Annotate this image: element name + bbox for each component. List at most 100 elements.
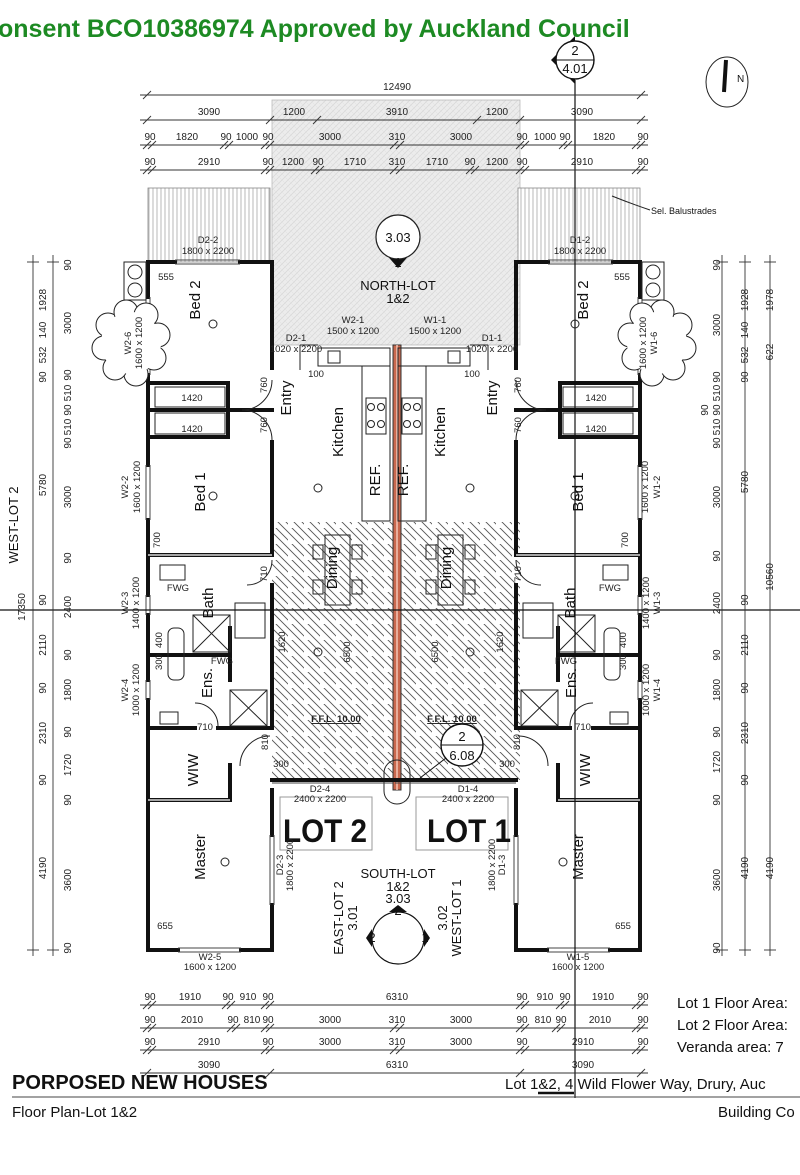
dimension-tick	[465, 165, 475, 175]
dimension-text: 90	[262, 157, 274, 168]
dimension-text: 90	[63, 259, 74, 271]
dimension-text: 1720	[63, 753, 74, 776]
dimension-text: 2910	[572, 1037, 595, 1048]
lot1-floor-area: Lot 1 Floor Area:	[677, 995, 788, 1012]
dimension-text: 1978	[765, 288, 776, 311]
dimension-text: 90	[220, 132, 232, 143]
dimension-text: 4190	[765, 856, 776, 879]
dimension-tick	[560, 1000, 570, 1010]
west-marker-num: 1	[421, 930, 428, 945]
lot1-annotation: 1420	[585, 393, 606, 404]
dimension-text: 310	[389, 157, 406, 168]
lot2-annotation: 1420	[181, 393, 202, 404]
lot2-annotation: 1800 x 2200	[285, 839, 296, 891]
lot1-room-label: Bed 2	[575, 280, 592, 319]
dimension-tick	[142, 140, 152, 150]
dimension-text: 1710	[426, 157, 449, 168]
dimension-text: 310	[389, 132, 406, 143]
dimension-text: 140	[740, 321, 751, 338]
dimension-tick	[520, 165, 530, 175]
lot2-room-label: Ens.	[199, 668, 216, 698]
dimension-text: 90	[262, 1037, 274, 1048]
dimension-tick	[315, 165, 325, 175]
dimension-text: 1200	[486, 157, 509, 168]
dimension-tick	[556, 1023, 566, 1033]
dimension-text: 4190	[740, 856, 751, 879]
dimension-text: 90	[637, 1015, 649, 1026]
lot1-annotation: 1500 x 1200	[409, 326, 461, 337]
lot2-annotation: 1420	[181, 424, 202, 435]
lot2-annotation: 555	[158, 272, 174, 283]
lot1-annotation: 710	[513, 566, 524, 582]
dimension-text: 90	[516, 157, 528, 168]
dimension-text: 90	[63, 369, 74, 381]
dimension-text: 1200	[283, 107, 306, 118]
balustrades-note: Sel. Balustrades	[651, 206, 717, 216]
dimension-text: 1000	[236, 132, 259, 143]
dimension-text: 12490	[383, 82, 411, 93]
dimension-tick	[515, 1000, 525, 1010]
dimension-tick	[265, 1045, 275, 1055]
dimension-tick	[472, 115, 482, 125]
west-lot1-label: WEST-LOT 1	[449, 879, 464, 956]
lot1-annotation: 1600 x 1200	[552, 962, 604, 973]
lot1-annotation: 760	[513, 417, 524, 433]
dimension-text: 510	[712, 384, 723, 401]
dimension-text: 1200	[486, 107, 509, 118]
dimension-tick	[224, 140, 234, 150]
dimension-text: 2910	[571, 157, 594, 168]
lot1-annotation: 2400 x 2200	[442, 794, 494, 805]
dimension-text: 90	[637, 157, 649, 168]
lot1-room-label: Ens.	[563, 668, 580, 698]
lot1-annotation: 100	[464, 369, 480, 380]
lot1-annotation: FWG	[555, 656, 577, 667]
dimension-text: 90	[312, 157, 324, 168]
revision-cloud	[617, 299, 697, 387]
lot1-annotation: 1600 x 1200	[638, 317, 649, 369]
dimension-text: 90	[227, 1015, 239, 1026]
lot2-annotation: W2-4	[120, 679, 131, 702]
dimension-text: 3000	[712, 313, 723, 336]
lot1-annotation: W1-5	[567, 952, 590, 963]
lot2-room-label: Bed 2	[187, 280, 204, 319]
dimension-tick	[515, 1023, 525, 1033]
dimension-tick	[636, 1045, 646, 1055]
elevation-ref: 3.03	[385, 230, 410, 245]
lot2-annotation: 760	[259, 377, 270, 393]
dimension-tick	[395, 165, 405, 175]
dimension-text: 2010	[589, 1015, 612, 1026]
dimension-text: 90	[712, 404, 723, 416]
dimension-text: 3000	[63, 311, 74, 334]
detail-sheet-ref: 6.08	[449, 748, 474, 763]
dimension-text: 510	[63, 418, 74, 435]
section-marker-top: 2 4.01	[551, 36, 595, 84]
dimension-text: 90	[712, 371, 723, 383]
elevation-marker-north: 3.03 1 NORTH-LOT 1&2	[360, 214, 436, 306]
dimension-text: 90	[712, 259, 723, 271]
lot2-annotation: 1000 x 1200	[131, 664, 142, 716]
lot1-annotation: 1400 x 1200	[641, 577, 652, 629]
dimension-tick	[636, 90, 646, 100]
dimension-text: 3910	[386, 107, 409, 118]
dimension-tick	[147, 1000, 157, 1010]
dimension-text: 90	[262, 992, 274, 1003]
west-lot1-ref: 3.02	[435, 905, 450, 930]
lot1-annotation: D1-2	[570, 235, 591, 246]
dimension-tick	[520, 1023, 530, 1033]
dimension-text: 90	[516, 132, 528, 143]
dimension-tick	[563, 140, 573, 150]
dimension-tick	[219, 140, 229, 150]
dimension-text: 1720	[712, 750, 723, 773]
lot2-annotation: D2-3	[275, 855, 286, 876]
dimension-text: 90	[63, 437, 74, 449]
dimension-tick	[260, 140, 270, 150]
section-sheet-ref: 4.01	[562, 61, 587, 76]
lot2-annotation: 710	[197, 722, 213, 733]
dimension-text: 310	[389, 1015, 406, 1026]
house-lot1	[393, 259, 697, 953]
dimension-text: 90	[559, 132, 571, 143]
dimension-text: 90	[144, 1037, 156, 1048]
dimension-tick	[631, 165, 641, 175]
dimension-tick	[142, 1023, 152, 1033]
dimension-text: 90	[712, 649, 723, 661]
